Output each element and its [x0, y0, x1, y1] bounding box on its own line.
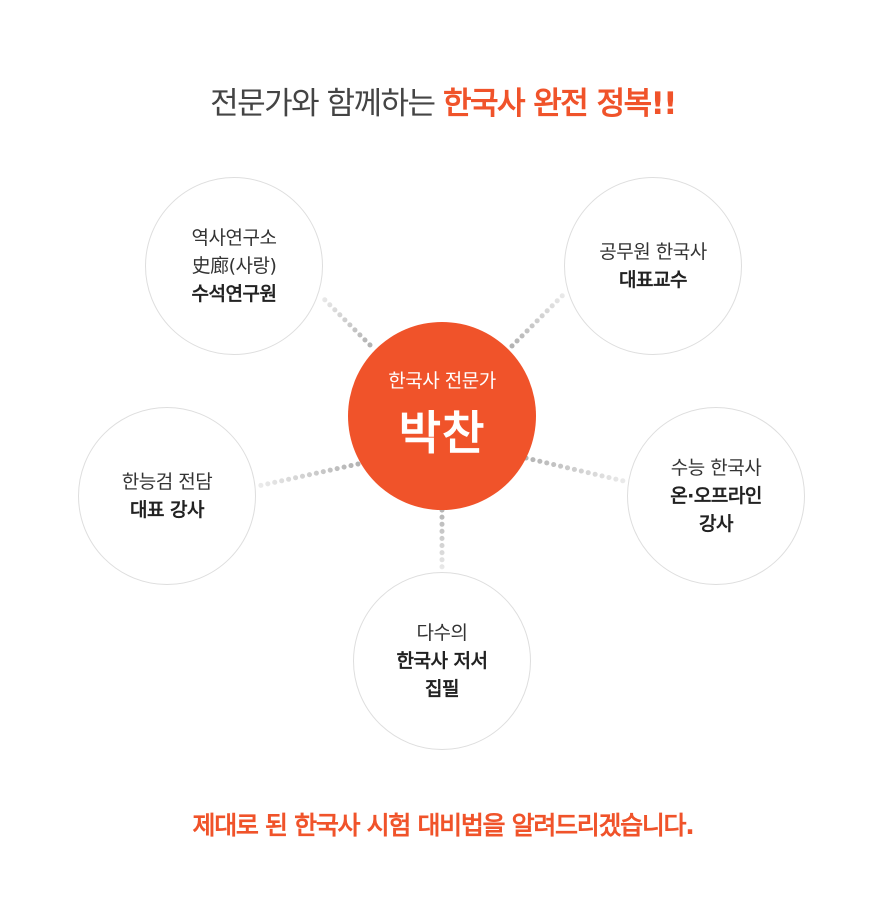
connector-line-1: [317, 292, 373, 348]
connector-line-3: [255, 461, 361, 489]
node-line-bold: 온·오프라인: [670, 485, 762, 507]
node-line-bold: 대표교수: [619, 269, 687, 291]
node-research-institute: 역사연구소 史廊(사랑) 수석연구원: [145, 177, 323, 355]
node-line-bold: 강사: [699, 513, 733, 535]
headline: 전문가와 함께하는 한국사 완전 정복!!: [0, 78, 886, 123]
connector-line-2: [509, 289, 569, 349]
node-line: 공무원 한국사: [599, 241, 707, 263]
center-subtitle: 한국사 전문가: [388, 369, 496, 392]
node-history-exam-lecturer: 한능검 전담 대표 강사: [78, 407, 256, 585]
node-line: 역사연구소: [191, 227, 277, 249]
node-line-bold: 대표 강사: [129, 499, 205, 521]
footer-tagline: 제대로 된 한국사 시험 대비법을 알려드리겠습니다.: [192, 811, 695, 840]
node-line-bold: 한국사 저서: [396, 650, 488, 672]
center-name: 박찬: [398, 405, 486, 460]
node-line-bold: 수석연구원: [191, 283, 277, 305]
headline-prefix: 전문가와 함께하는: [210, 86, 443, 122]
node-author: 다수의 한국사 저서 집필: [353, 572, 531, 750]
center-node: 한국사 전문가 박찬: [348, 322, 536, 510]
headline-highlight: 한국사 완전 정복!!: [442, 86, 678, 122]
node-line: 다수의: [416, 622, 468, 644]
node-line-bold: 집필: [425, 678, 459, 700]
node-line: 수능 한국사: [670, 457, 762, 479]
node-line: 한능검 전담: [121, 471, 213, 493]
node-line: 史廊(사랑): [191, 255, 277, 277]
connector-line-4: [523, 455, 631, 485]
node-civil-service-professor: 공무원 한국사 대표교수: [564, 177, 742, 355]
node-csat-lecturer: 수능 한국사 온·오프라인 강사: [627, 407, 805, 585]
